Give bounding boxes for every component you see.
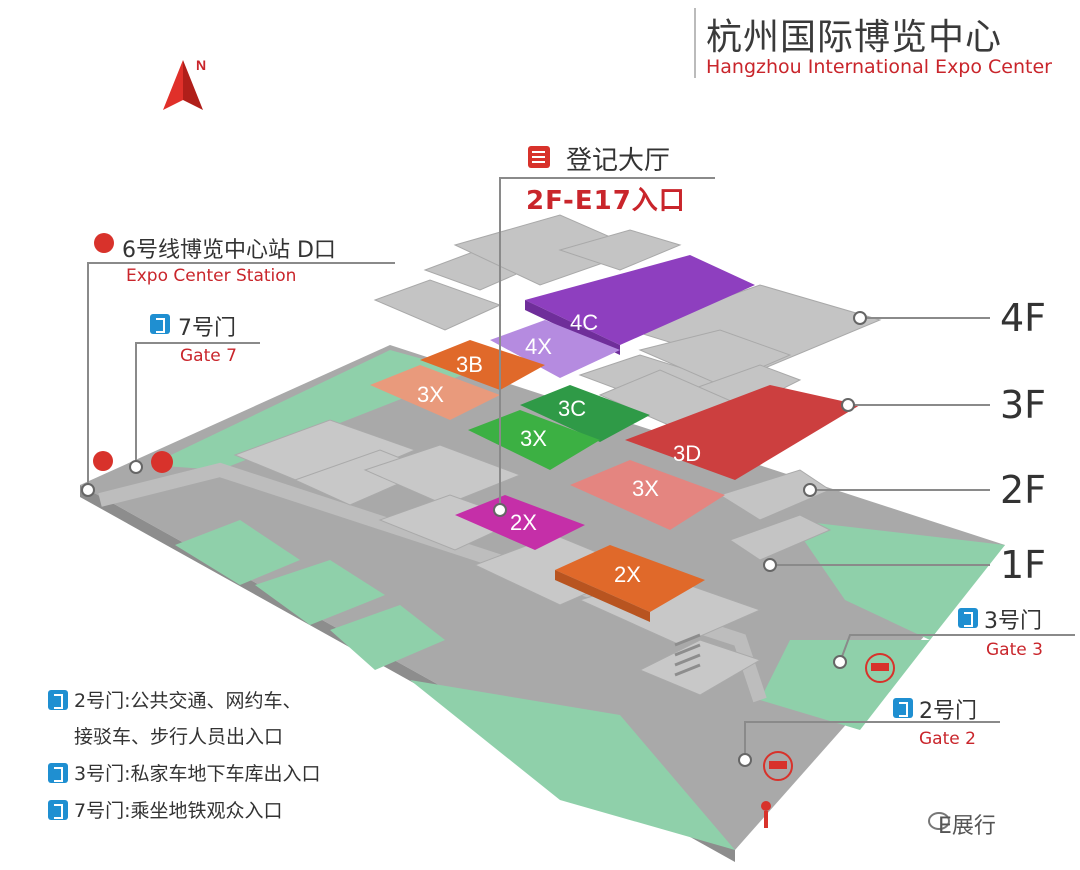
- hall-3x-left-shape: [370, 365, 500, 420]
- hall-2x-orange-side: [555, 570, 650, 622]
- legend-gate-7-icon: [48, 800, 68, 820]
- metro-station-en: Expo Center Station: [126, 266, 297, 286]
- legend-gate-7: 7号门:乘坐地铁观众入口: [74, 800, 283, 822]
- registration-hall-label: 登记大厅: [566, 146, 671, 176]
- floor-4f-label: 4F: [1000, 296, 1047, 340]
- gate-2-en: Gate 2: [919, 729, 976, 749]
- compass-letter: N: [196, 57, 206, 73]
- hall-4x-label: 4X: [525, 334, 552, 359]
- lawn-right2: [760, 640, 930, 730]
- legend-gate-2-line1: 2号门:公共交通、网约车、: [74, 690, 302, 712]
- lawn-left2: [255, 560, 385, 625]
- page-subtitle: Hangzhou International Expo Center: [706, 56, 1052, 78]
- stairs: [674, 633, 701, 677]
- gate-2-icon: [893, 698, 913, 718]
- hall-2x-purple-shape: [455, 495, 585, 550]
- hall-2x-orange-label: 2X: [614, 562, 641, 587]
- hall-4x-shape: [490, 320, 620, 378]
- compass-arrow-dark: [183, 60, 203, 110]
- metro-station-label: 6号线博览中心站 D口: [122, 238, 336, 263]
- gate-2-label: 2号门: [919, 699, 977, 724]
- hall-3x-right-shape: [570, 460, 725, 530]
- hall-3d-label: 3D: [673, 441, 701, 466]
- hall-3b-label: 3B: [456, 352, 483, 377]
- lawn-left1: [175, 520, 300, 585]
- gate-3-en: Gate 3: [986, 640, 1043, 660]
- registration-entrance-label: 2F-E17入口: [526, 186, 686, 216]
- legend-gate-2-icon: [48, 690, 68, 710]
- hall-2x-orange-shape: [555, 545, 705, 612]
- floor-2f-label: 2F: [1000, 468, 1047, 512]
- lawn-bottom: [410, 680, 735, 850]
- gate-3-label: 3号门: [984, 609, 1042, 634]
- road: [98, 462, 767, 703]
- registration-icon: [528, 146, 550, 168]
- walker-icon: [761, 801, 771, 828]
- floor-1f-label: 1F: [1000, 543, 1047, 587]
- hall-3c-shape: [520, 385, 650, 442]
- taxi-icon: [763, 751, 793, 781]
- lawn-right: [790, 520, 1005, 640]
- gate-7-label: 7号门: [178, 316, 236, 341]
- hall-3d-shape: [625, 385, 860, 480]
- wechat-icon: [928, 812, 950, 830]
- car-icon: [865, 653, 895, 683]
- gate-3-icon: [958, 608, 978, 628]
- legend-gate-3: 3号门:私家车地下车库出入口: [74, 763, 321, 785]
- hall-2x-purple-label: 2X: [510, 510, 537, 535]
- pedestrian-icon: [151, 451, 173, 473]
- metro-icon: [93, 233, 114, 471]
- gate-7-en: Gate 7: [180, 346, 237, 366]
- page-title: 杭州国际博览中心: [706, 17, 1003, 58]
- marker-dots: [81, 311, 867, 767]
- gate-7-icon: [150, 314, 170, 334]
- hall-3x-left-label: 3X: [417, 382, 444, 407]
- hall-3c-label: 3C: [558, 396, 586, 421]
- legend-gate-2-line2: 接驳车、步行人员出入口: [74, 726, 284, 748]
- hall-3x-green-label: 3X: [520, 426, 547, 451]
- upper-grey-blocks: [373, 214, 882, 561]
- hall-4c-shape: [525, 255, 755, 345]
- lawn-left3: [330, 605, 445, 670]
- legend-gate-3-icon: [48, 763, 68, 783]
- hall-3x-right-label: 3X: [632, 476, 659, 501]
- title-divider: [694, 8, 696, 78]
- compass-arrow-icon: [163, 60, 183, 110]
- leader-lines: [87, 177, 1075, 760]
- watermark: E展行: [938, 814, 996, 839]
- floor-3f-label: 3F: [1000, 383, 1047, 427]
- hall-3b-shape: [420, 340, 545, 390]
- hall-4c-label: 4C: [570, 310, 598, 335]
